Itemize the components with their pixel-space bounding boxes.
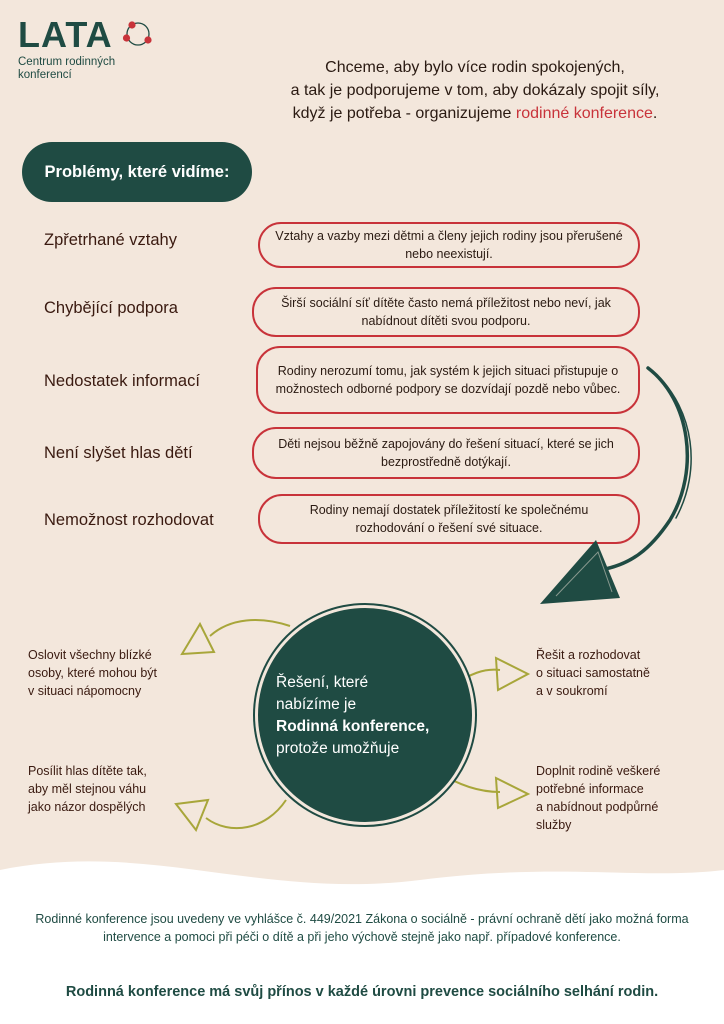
problems-heading: Problémy, které vidíme: (22, 142, 252, 202)
benefit-right-top: Řešit a rozhodovat o situaci samostatně … (536, 648, 650, 698)
arrowhead-icon (494, 776, 531, 810)
problem-description: Vztahy a vazby mezi dětmi a členy jejich… (258, 222, 640, 268)
arrowhead-icon (540, 540, 620, 604)
logo-wordmark: LATA (18, 14, 113, 55)
logo-circle-icon (122, 21, 152, 46)
benefit-left-bottom: Posílit hlas dítěte tak, aby měl stejnou… (28, 764, 147, 814)
curved-arrow-icon (655, 373, 692, 519)
curved-arrow-icon (209, 619, 291, 637)
arrowhead-icon (494, 656, 531, 692)
wave-divider (0, 861, 724, 1024)
intro-highlight: rodinné konference (515, 105, 653, 122)
logo-subtitle: Centrum rodinných konferencí (18, 56, 116, 81)
problem-description: Rodiny nemají dostatek příležitostí ke s… (258, 494, 640, 544)
intro-text: Chceme, aby bylo více rodin spokojených,… (290, 59, 660, 122)
arrowhead-icon (180, 621, 216, 656)
problem-label: Není slyšet hlas dětí (44, 444, 193, 462)
benefit-right-bottom: Doplnit rodině veškeré potřebné informac… (536, 764, 661, 832)
footer-statement: Rodinná konference má svůj přínos v každ… (65, 984, 659, 1000)
curved-arrow-icon (598, 366, 689, 572)
problem-label: Nemožnost rozhodovat (44, 511, 214, 529)
solution-text: Řešení, které nabízíme je Rodinná konfer… (276, 674, 430, 757)
footer-note: Rodinné konference jsou uvedeny ve vyhlá… (35, 912, 689, 944)
curved-arrow-icon (205, 799, 287, 830)
problem-label: Nedostatek informací (44, 372, 200, 390)
benefit-left-top: Oslovit všechny blízké osoby, které moho… (28, 648, 158, 698)
problem-label: Chybějící podpora (44, 299, 178, 317)
solution-circle (258, 608, 472, 822)
problem-description: Děti nejsou běžně zapojovány do řešení s… (252, 427, 640, 479)
problem-label: Zpřetrhané vztahy (44, 231, 177, 249)
arrowhead-icon (174, 798, 210, 833)
problem-description: Širší sociální síť dítěte často nemá pří… (252, 287, 640, 337)
problem-description: Rodiny nerozumí tomu, jak systém k jejic… (256, 346, 640, 414)
